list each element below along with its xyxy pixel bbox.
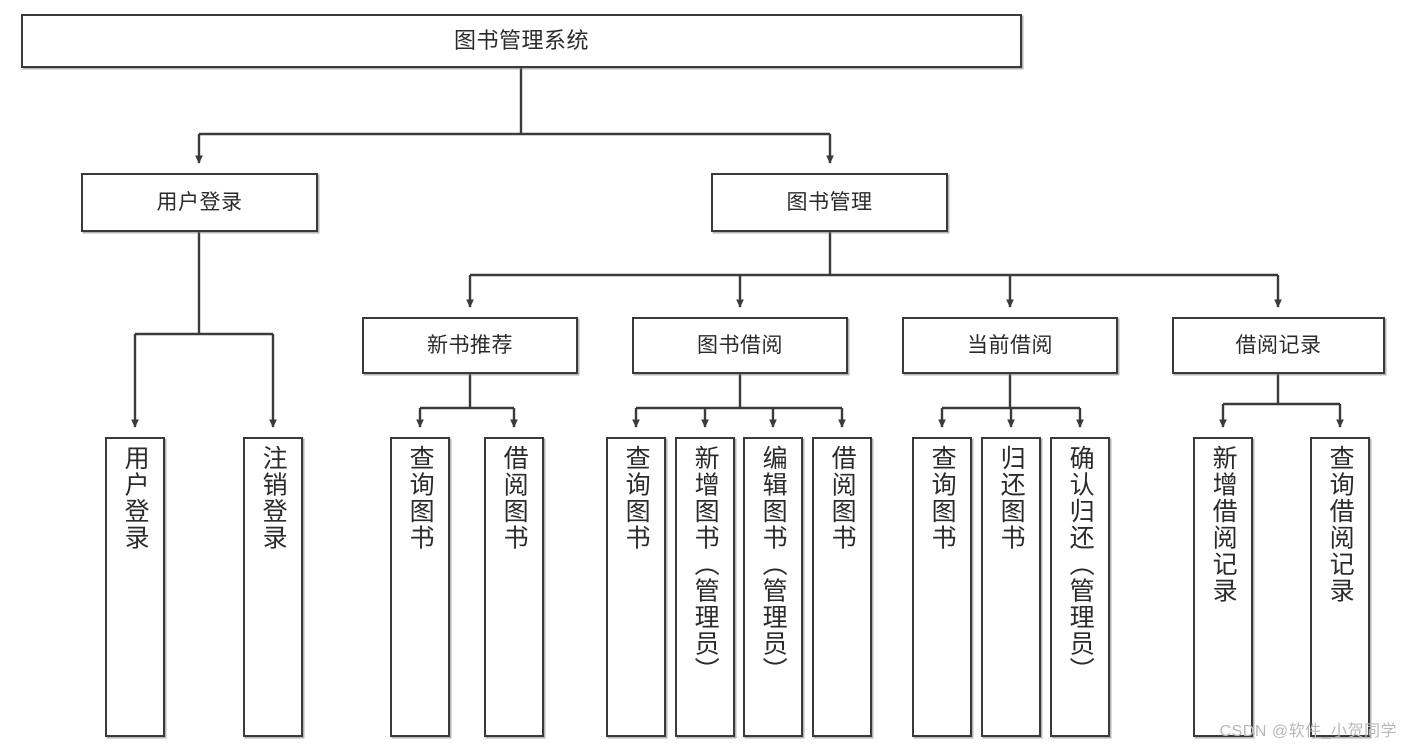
leaf-borrow-record-query[interactable]: 查询借阅记录: [1310, 437, 1370, 737]
node-label: 新增图书（管理员）: [691, 445, 720, 684]
node-label: 图书管理系统: [453, 27, 589, 53]
node-label: 用户登录: [156, 190, 243, 214]
node-label: 注销登录: [259, 445, 288, 551]
node-label: 归还图书: [997, 445, 1026, 551]
node-user-login[interactable]: 用户登录: [81, 173, 318, 232]
node-label: 新增借阅记录: [1209, 445, 1238, 604]
leaf-book-borrow-borrow[interactable]: 借阅图书: [812, 437, 872, 737]
node-label: 用户登录: [121, 445, 150, 551]
node-current-borrow[interactable]: 当前借阅: [902, 317, 1118, 374]
leaf-book-borrow-edit[interactable]: 编辑图书（管理员）: [743, 437, 803, 737]
node-label: 编辑图书（管理员）: [759, 445, 788, 684]
node-label: 确认归还（管理员）: [1066, 445, 1095, 684]
node-label: 查询借阅记录: [1326, 445, 1355, 604]
node-label: 查询图书: [622, 445, 651, 551]
node-label: 当前借阅: [967, 333, 1053, 357]
leaf-user-login-login[interactable]: 用户登录: [105, 437, 165, 737]
leaf-current-borrow-query[interactable]: 查询图书: [912, 437, 972, 737]
leaf-new-book-borrow[interactable]: 借阅图书: [484, 437, 544, 737]
leaf-book-borrow-add[interactable]: 新增图书（管理员）: [675, 437, 735, 737]
leaf-new-book-query[interactable]: 查询图书: [390, 437, 450, 737]
node-book-borrow[interactable]: 图书借阅: [632, 317, 848, 374]
node-new-book-recommend[interactable]: 新书推荐: [362, 317, 578, 374]
node-book-management[interactable]: 图书管理: [711, 173, 948, 232]
node-root-system[interactable]: 图书管理系统: [21, 14, 1022, 68]
leaf-book-borrow-query[interactable]: 查询图书: [606, 437, 666, 737]
leaf-current-borrow-confirm-return[interactable]: 确认归还（管理员）: [1050, 437, 1110, 737]
node-borrow-record[interactable]: 借阅记录: [1172, 317, 1385, 374]
node-label: 借阅图书: [500, 445, 529, 551]
leaf-borrow-record-add[interactable]: 新增借阅记录: [1193, 437, 1253, 737]
node-label: 图书管理: [786, 190, 873, 214]
node-label: 借阅记录: [1235, 333, 1322, 357]
node-label: 图书借阅: [697, 333, 783, 357]
node-label: 新书推荐: [427, 333, 513, 357]
leaf-user-login-logout[interactable]: 注销登录: [243, 437, 303, 737]
leaf-current-borrow-return[interactable]: 归还图书: [981, 437, 1041, 737]
csdn-watermark: CSDN @软件_小贺同学: [1219, 723, 1397, 740]
node-label: 查询图书: [406, 445, 435, 551]
node-label: 查询图书: [928, 445, 957, 551]
node-label: 借阅图书: [828, 445, 857, 551]
